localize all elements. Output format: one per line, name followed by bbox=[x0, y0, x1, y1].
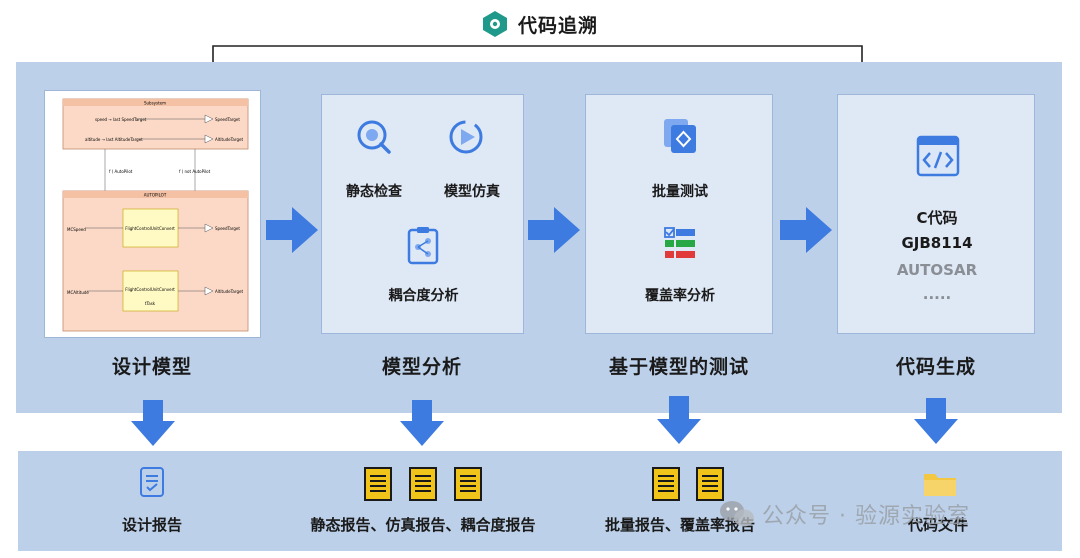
code-icon bbox=[916, 135, 960, 177]
model-input-1: MCSpeed bbox=[67, 227, 86, 232]
coverage-report-icon bbox=[696, 467, 724, 501]
watermark-text: 公众号 · 验源实验室 bbox=[762, 504, 970, 529]
coverage-analysis-label: 覆盖率分析 bbox=[645, 288, 715, 304]
design-report-label: 设计报告 bbox=[121, 516, 182, 534]
page-title: 代码追溯 bbox=[517, 14, 598, 37]
flow-arrow-1 bbox=[266, 207, 318, 253]
watermark: 公众号 · 验源实验室 bbox=[718, 494, 1058, 534]
model-signal-4: AltitudeTarget bbox=[215, 137, 243, 142]
testing-report-label: 批量报告、覆盖率报告 bbox=[604, 516, 755, 534]
model-output-2: AltitudeTarget bbox=[215, 289, 243, 294]
coverage-analysis-icon bbox=[664, 227, 695, 258]
down-arrow-1 bbox=[131, 400, 175, 446]
static-check-label: 静态检查 bbox=[346, 184, 402, 200]
report-band bbox=[18, 451, 1062, 551]
title-bar: 代码追溯 bbox=[0, 4, 1080, 44]
model-signal-3: SpeedTarget bbox=[215, 117, 240, 122]
stage-label-testing: 基于模型的测试 bbox=[608, 356, 749, 378]
stage-label-design: 设计模型 bbox=[111, 356, 192, 378]
output-c-code: C代码 bbox=[916, 209, 958, 227]
design-report-icon bbox=[140, 467, 164, 497]
simulation-report-icon bbox=[409, 467, 437, 501]
model-bottom-title: AUTOPILOT bbox=[144, 193, 167, 198]
coupling-report-icon bbox=[454, 467, 482, 501]
analysis-report-label: 静态报告、仿真报告、耦合度报告 bbox=[310, 516, 536, 534]
code-generation-card: C代码 GJB8114 AUTOSAR ..... bbox=[837, 94, 1035, 334]
output-more: ..... bbox=[922, 285, 952, 303]
model-signal-2: altitude → last AltitudeTarget bbox=[85, 137, 143, 142]
model-top-title: Subsystem bbox=[144, 101, 166, 106]
model-simulation-icon bbox=[449, 120, 483, 154]
static-report-icon bbox=[364, 467, 392, 501]
down-arrow-3 bbox=[657, 396, 701, 444]
down-arrow-4 bbox=[914, 398, 958, 444]
down-arrow-2 bbox=[400, 400, 444, 446]
design-model-card: Subsystem speed → last SpeedTarget Speed… bbox=[44, 90, 261, 338]
flow-arrow-2 bbox=[528, 207, 580, 253]
flow-arrow-3 bbox=[780, 207, 832, 253]
output-autosar: AUTOSAR bbox=[896, 261, 978, 279]
model-input-2: MCAltitude bbox=[67, 290, 89, 295]
stage-label-analysis: 模型分析 bbox=[381, 356, 462, 378]
model-signal-1: speed → last SpeedTarget bbox=[95, 117, 147, 122]
wechat-icon bbox=[720, 501, 754, 527]
batch-test-icon bbox=[664, 119, 696, 153]
output-gjb8114: GJB8114 bbox=[901, 234, 973, 252]
model-diagram: Subsystem speed → last SpeedTarget Speed… bbox=[62, 98, 249, 332]
static-check-icon bbox=[357, 120, 391, 154]
model-signal-5: f ( AutoPilot bbox=[109, 169, 133, 174]
stage-label-codegen: 代码生成 bbox=[895, 356, 976, 378]
analysis-report-icons bbox=[364, 467, 482, 501]
model-testing-card: 批量测试 覆盖率分析 bbox=[585, 94, 773, 334]
code-file-label: 代码文件 bbox=[907, 516, 968, 534]
batch-report-icon bbox=[652, 467, 680, 501]
coupling-analysis-icon bbox=[407, 227, 439, 265]
coupling-analysis-label: 耦合度分析 bbox=[388, 288, 459, 304]
folder-icon bbox=[924, 474, 956, 496]
batch-test-label: 批量测试 bbox=[652, 184, 708, 200]
model-signal-6: f ( not AutoPilot bbox=[179, 169, 211, 174]
model-output-1: SpeedTarget bbox=[215, 226, 240, 231]
model-block-2-sub: tTask bbox=[145, 301, 156, 306]
model-analysis-card: 静态检查 模型仿真 耦合度分析 bbox=[321, 94, 524, 334]
model-simulation-label: 模型仿真 bbox=[444, 184, 500, 200]
testing-report-icons bbox=[652, 467, 724, 501]
model-block-1: FlightControlUnitConvert bbox=[125, 226, 175, 231]
code-trace-icon bbox=[482, 11, 507, 37]
model-block-2: FlightControlUnitConvert bbox=[125, 287, 175, 292]
